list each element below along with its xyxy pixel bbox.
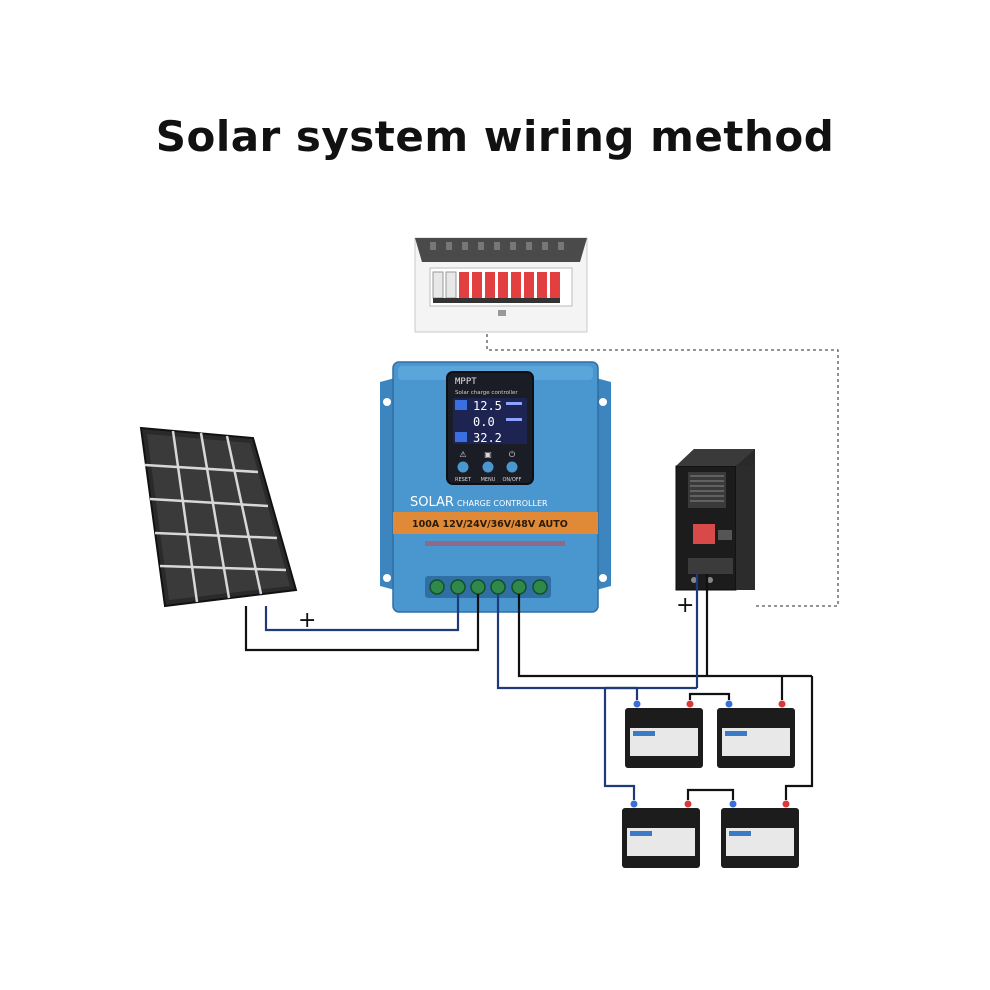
distribution-box: [414, 237, 588, 333]
spec-band-text: 100A 12V/24V/36V/48V AUTO: [412, 519, 568, 530]
menu-label: MENU: [481, 477, 496, 483]
breaker-row: [432, 271, 560, 303]
inverter: [675, 449, 755, 591]
charge-controller: MPPT Solar charge controller 12.5 0.0 32…: [380, 361, 611, 613]
battery-1: [625, 700, 703, 768]
panel-plus-label: +: [298, 608, 316, 633]
battery-bank: [622, 700, 799, 868]
controller-label-charge: CHARGE CONTROLLER: [457, 499, 548, 508]
wire-pv-negative: [244, 594, 480, 652]
lcd-reading-current: 0.0: [473, 415, 495, 429]
wire-battery-negative: [517, 594, 812, 678]
lcd-reading-pv: 32.2: [473, 431, 502, 445]
panel-icon: [455, 432, 467, 442]
battery-3: [622, 800, 700, 868]
terminal-block: [425, 576, 551, 598]
onoff-button[interactable]: [506, 461, 518, 473]
battery-4: [721, 800, 799, 868]
lcd-reading-voltage: 12.5: [473, 399, 502, 413]
wire-parallel-negative: [784, 676, 814, 800]
controller-label-solar: SOLAR: [410, 495, 454, 510]
onoff-label: ON/OFF: [502, 477, 521, 483]
page-title: Solar system wiring method: [155, 112, 835, 161]
power-symbol-icon: ⏻: [509, 450, 516, 459]
reset-symbol-icon: ⚠: [459, 450, 466, 459]
battery-2: [717, 700, 795, 768]
wire-pv-positive: [264, 594, 460, 632]
lcd-brand: MPPT: [455, 377, 477, 387]
solar-panel: [139, 426, 298, 608]
battery-icon: [455, 400, 467, 410]
wire-bat3-bat4: [686, 788, 735, 800]
menu-button[interactable]: [482, 461, 494, 473]
ac-dashed-line: [486, 334, 839, 607]
menu-symbol-icon: ▣: [484, 450, 492, 459]
lcd-subtitle: Solar charge controller: [455, 390, 518, 396]
spec-band: [393, 512, 598, 534]
reset-button[interactable]: [457, 461, 469, 473]
wire-bat1-bat2: [688, 692, 731, 700]
reset-label: RESET: [455, 477, 472, 483]
wire-parallel-positive: [603, 688, 636, 800]
inverter-plus-label: +: [676, 593, 694, 618]
